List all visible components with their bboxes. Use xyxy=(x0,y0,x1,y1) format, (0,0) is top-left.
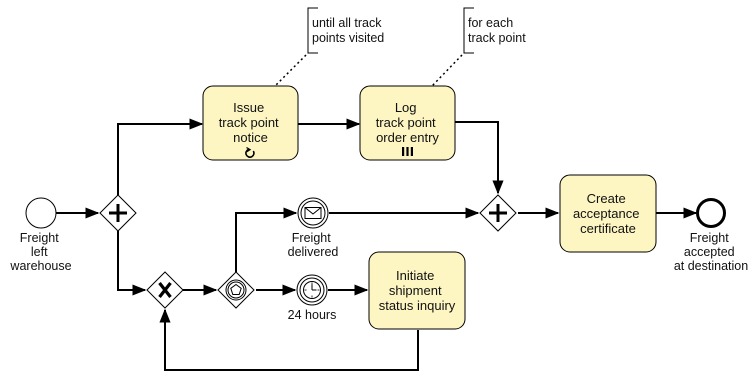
loop-icon xyxy=(245,146,255,158)
annotation-multi-line-2: track point xyxy=(468,31,526,45)
parallel-gateway-icon xyxy=(489,204,507,222)
start-event[interactable] xyxy=(25,197,57,229)
exclusive-gateway[interactable] xyxy=(146,271,184,309)
task-initiate-shipment-status-inquiry[interactable]: Initiate shipment status inquiry xyxy=(368,251,466,330)
flow-initiate-loop-back xyxy=(159,308,419,371)
exclusive-gateway-icon xyxy=(158,282,172,298)
flow-fork-to-xor xyxy=(117,231,147,296)
task-issue-track-point-notice[interactable]: Issue track point notice xyxy=(202,85,299,161)
flow-log-to-join xyxy=(455,121,504,195)
annotation-loop-line-2: points visited xyxy=(312,31,384,45)
timer-catch-event[interactable] xyxy=(296,274,328,306)
envelope-icon xyxy=(304,207,322,219)
task-create-label: Create acceptance certificate xyxy=(573,191,643,236)
timer-event-label: 24 hours xyxy=(288,308,337,322)
start-event-label: Freight left warehouse xyxy=(9,231,71,273)
end-event[interactable] xyxy=(696,198,726,228)
end-event-label: Freight accepted at destination xyxy=(674,231,748,273)
clock-icon xyxy=(303,281,321,299)
event-based-gateway-icon xyxy=(230,283,242,295)
parallel-join-gateway[interactable] xyxy=(479,194,517,232)
message-catch-event[interactable] xyxy=(297,197,329,229)
annotation-multi-instance-condition: for each track point xyxy=(431,7,526,87)
task-initiate-label: Initiate shipment status inquiry xyxy=(379,268,456,313)
annotation-loop-condition: until all track points visited xyxy=(274,7,384,87)
task-create-acceptance-certificate[interactable]: Create acceptance certificate xyxy=(559,174,657,253)
annotation-loop-line-1: until all track xyxy=(312,16,382,30)
task-log-track-point-order-entry[interactable]: Log track point order entry xyxy=(359,85,456,161)
flow-eventgw-to-msg xyxy=(235,207,298,272)
sequence-flows xyxy=(56,118,698,371)
multi-instance-icon xyxy=(402,147,413,156)
annotation-multi-line-1: for each xyxy=(468,16,513,30)
event-based-gateway[interactable] xyxy=(217,271,255,309)
parallel-fork-gateway[interactable] xyxy=(99,194,137,232)
message-event-label: Freight delivered xyxy=(288,231,339,259)
task-log-label: Log track point order entry xyxy=(376,100,440,145)
parallel-gateway-icon xyxy=(109,204,127,222)
flow-fork-to-issue xyxy=(117,118,204,195)
task-issue-label: Issue track point notice xyxy=(219,100,283,145)
